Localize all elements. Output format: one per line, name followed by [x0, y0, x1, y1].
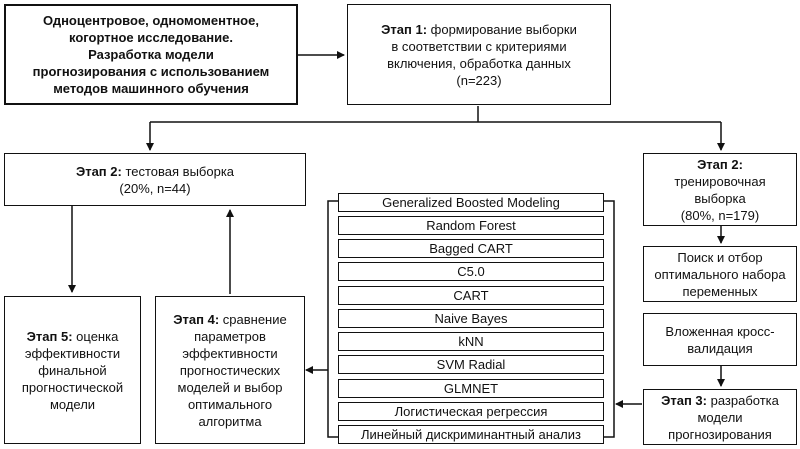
stage4-line: моделей и выбор — [177, 379, 283, 395]
stage4-line: алгоритма — [198, 413, 262, 429]
algorithm-item: Bagged CART — [338, 239, 604, 258]
algorithm-item: SVM Radial — [338, 355, 604, 374]
algorithm-item: CART — [338, 286, 604, 305]
study-design-line: когортное исследование. — [69, 30, 233, 45]
algorithm-item: C5.0 — [338, 262, 604, 281]
feature-selection-line: переменных — [682, 283, 758, 299]
algorithm-label: Generalized Boosted Modeling — [382, 195, 560, 210]
stage4-text: сравнение — [219, 311, 287, 327]
algorithm-label: Логистическая регрессия — [394, 404, 548, 419]
study-design-box: Одноцентровое, одномоментное, когортное … — [4, 4, 298, 105]
stage1-line: Этап 1: формирование выборки — [381, 21, 577, 38]
stage5-line: финальной — [38, 362, 107, 378]
stage3-box: Этап 3: разработка модели прогнозировани… — [643, 389, 797, 445]
algorithm-item: Random Forest — [338, 216, 604, 235]
stage2-train-label: Этап 2: — [697, 156, 743, 172]
stage5-line: Этап 5: оценка — [27, 328, 119, 345]
study-design-line: прогнозирования с использованием — [32, 64, 270, 79]
stage1-line: включения, обработка данных — [387, 55, 571, 71]
stage3-label: Этап 3: — [661, 392, 707, 408]
stage5-line: модели — [49, 396, 96, 412]
stage2-test-text: тестовая выборка — [121, 163, 235, 179]
study-design-line: Одноцентровое, одномоментное, — [43, 13, 259, 28]
stage3-line: прогнозирования — [668, 426, 772, 442]
stage2-train-line: (80%, n=179) — [680, 207, 760, 223]
stage2-test-line: (20%, n=44) — [119, 180, 191, 196]
study-design-line: методов машинного обучения — [53, 81, 249, 96]
algorithm-item: Generalized Boosted Modeling — [338, 193, 604, 212]
stage2-test-line: Этап 2: тестовая выборка — [76, 163, 234, 180]
stage5-line: эффективности — [24, 345, 121, 361]
stage3-text: разработка — [706, 392, 779, 408]
stage2-test-label: Этап 2: — [75, 163, 122, 179]
stage4-box: Этап 4: сравнение параметров эффективнос… — [155, 296, 305, 444]
algorithm-label: SVM Radial — [436, 357, 506, 372]
stage4-line: оптимального — [187, 396, 273, 412]
algorithm-bracket-right — [604, 200, 615, 438]
algorithm-item: kNN — [338, 332, 604, 351]
stage1-text: формирование выборки — [427, 21, 577, 37]
algorithm-label: Bagged CART — [429, 241, 513, 256]
stage5-line: прогностической — [21, 379, 124, 395]
feature-selection-line: оптимального набора — [654, 266, 786, 282]
nested-cv-box: Вложенная кросс- валидация — [643, 313, 797, 366]
algorithm-label: kNN — [458, 334, 484, 349]
stage1-label: Этап 1: — [381, 21, 428, 37]
study-design-line: Разработка модели — [88, 47, 214, 62]
stage4-line: прогностических — [179, 362, 281, 378]
algorithm-label: CART — [453, 288, 489, 303]
stage4-line: эффективности — [182, 345, 278, 361]
algorithm-label: GLMNET — [443, 381, 499, 396]
algorithm-item: Линейный дискриминантный анализ — [338, 425, 604, 444]
stage3-line: модели — [697, 409, 743, 425]
stage2-test-box: Этап 2: тестовая выборка (20%, n=44) — [4, 153, 306, 206]
feature-selection-line: Поиск и отбор — [677, 249, 763, 265]
algorithm-label: Random Forest — [426, 218, 516, 233]
stage5-text: оценка — [72, 328, 119, 344]
algorithm-label: Naive Bayes — [434, 311, 508, 326]
stage4-line: параметров — [194, 328, 266, 344]
feature-selection-box: Поиск и отбор оптимального набора переме… — [643, 246, 797, 302]
stage5-box: Этап 5: оценка эффективности финальной п… — [4, 296, 141, 444]
stage4-label: Этап 4: — [173, 311, 220, 327]
algorithm-item: GLMNET — [338, 379, 604, 398]
stage2-train-line: выборка — [694, 190, 746, 206]
stage2-train-line: тренировочная — [674, 173, 766, 189]
stage4-line: Этап 4: сравнение — [173, 311, 286, 328]
algorithm-label: Линейный дискриминантный анализ — [361, 427, 581, 442]
algorithm-item: Naive Bayes — [338, 309, 604, 328]
nested-cv-line: Вложенная кросс- — [665, 323, 775, 339]
algorithm-bracket-left — [327, 200, 338, 438]
stage1-line: (n=223) — [456, 72, 502, 88]
stage3-line: Этап 3: разработка — [661, 392, 779, 409]
stage2-train-box: Этап 2: тренировочная выборка (80%, n=17… — [643, 153, 797, 226]
stage5-label: Этап 5: — [26, 328, 73, 344]
algorithm-item: Логистическая регрессия — [338, 402, 604, 421]
algorithm-label: C5.0 — [457, 264, 485, 279]
stage1-box: Этап 1: формирование выборки в соответст… — [347, 4, 611, 105]
stage1-line: в соответствии с критериями — [391, 38, 567, 54]
nested-cv-line: валидация — [687, 340, 753, 356]
